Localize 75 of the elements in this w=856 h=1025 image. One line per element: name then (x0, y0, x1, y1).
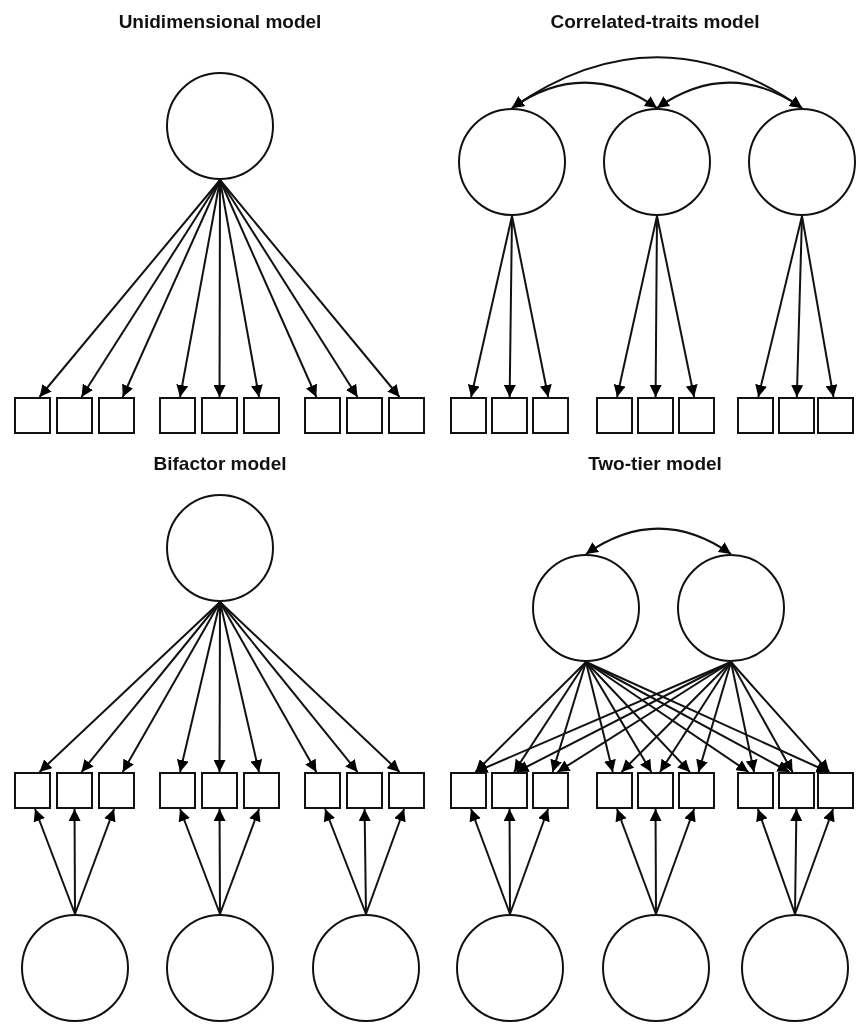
indicator-box (737, 397, 774, 434)
double-headed-arrow (511, 56, 803, 109)
indicator-box (450, 397, 487, 434)
indicator-box (817, 397, 854, 434)
indicator-box (98, 772, 135, 809)
arrow (613, 215, 658, 398)
arrow (550, 661, 587, 773)
indicator-box (388, 397, 425, 434)
indicator-box (596, 397, 633, 434)
arrow (509, 808, 550, 915)
arrow (38, 179, 221, 398)
indicator-box (201, 397, 238, 434)
indicator-box (491, 772, 528, 809)
arrow (756, 808, 796, 915)
arrow (474, 661, 587, 773)
indicator-box (346, 397, 383, 434)
indicator-box (532, 397, 569, 434)
indicator-box (388, 772, 425, 809)
arrow (513, 661, 587, 773)
arrow (178, 808, 221, 915)
double-headed-arrow (585, 527, 732, 555)
arrow (511, 215, 552, 398)
arrow (469, 808, 511, 915)
arrow (794, 808, 835, 915)
arrow (365, 808, 406, 915)
indicator-box (243, 772, 280, 809)
indicator-box (450, 772, 487, 809)
indicator-box (778, 772, 815, 809)
indicator-box (778, 397, 815, 434)
indicator-box (159, 397, 196, 434)
arrow (219, 601, 401, 773)
arrow (33, 808, 76, 915)
arrow (80, 601, 221, 773)
indicator-box (243, 397, 280, 434)
indicator-box (304, 772, 341, 809)
arrow (655, 808, 696, 915)
indicator-box (56, 397, 93, 434)
indicator-box (14, 397, 51, 434)
arrow (323, 808, 367, 915)
arrow (615, 808, 657, 915)
indicator-box (678, 772, 715, 809)
indicator-box (201, 772, 238, 809)
arrow (730, 661, 758, 773)
indicator-box (56, 772, 93, 809)
indicator-box (14, 772, 51, 809)
indicator-box (346, 772, 383, 809)
indicator-box (98, 397, 135, 434)
panel-title: Unidimensional model (118, 10, 322, 34)
arrow (696, 661, 732, 773)
indicator-box (159, 772, 196, 809)
arrow (801, 215, 838, 398)
panel-title: Bifactor model (153, 452, 287, 476)
indicator-box (637, 772, 674, 809)
arrow (659, 661, 732, 773)
arrow (219, 179, 401, 398)
arrow (730, 661, 831, 773)
arrow (219, 808, 261, 915)
panel-title: Correlated-traits model (550, 10, 760, 34)
panel-title: Two-tier model (588, 452, 722, 476)
arrow (620, 661, 732, 773)
indicator-box (637, 397, 674, 434)
arrow (585, 661, 616, 773)
indicator-box (817, 772, 854, 809)
indicator-box (491, 397, 528, 434)
indicator-box (737, 772, 774, 809)
indicator-box (532, 772, 569, 809)
arrow (219, 179, 359, 398)
arrow (74, 808, 116, 915)
arrow (755, 215, 803, 398)
indicator-box (596, 772, 633, 809)
arrow (467, 215, 513, 398)
indicator-box (678, 397, 715, 434)
arrow (80, 179, 221, 398)
indicator-box (304, 397, 341, 434)
arrow (656, 215, 698, 398)
